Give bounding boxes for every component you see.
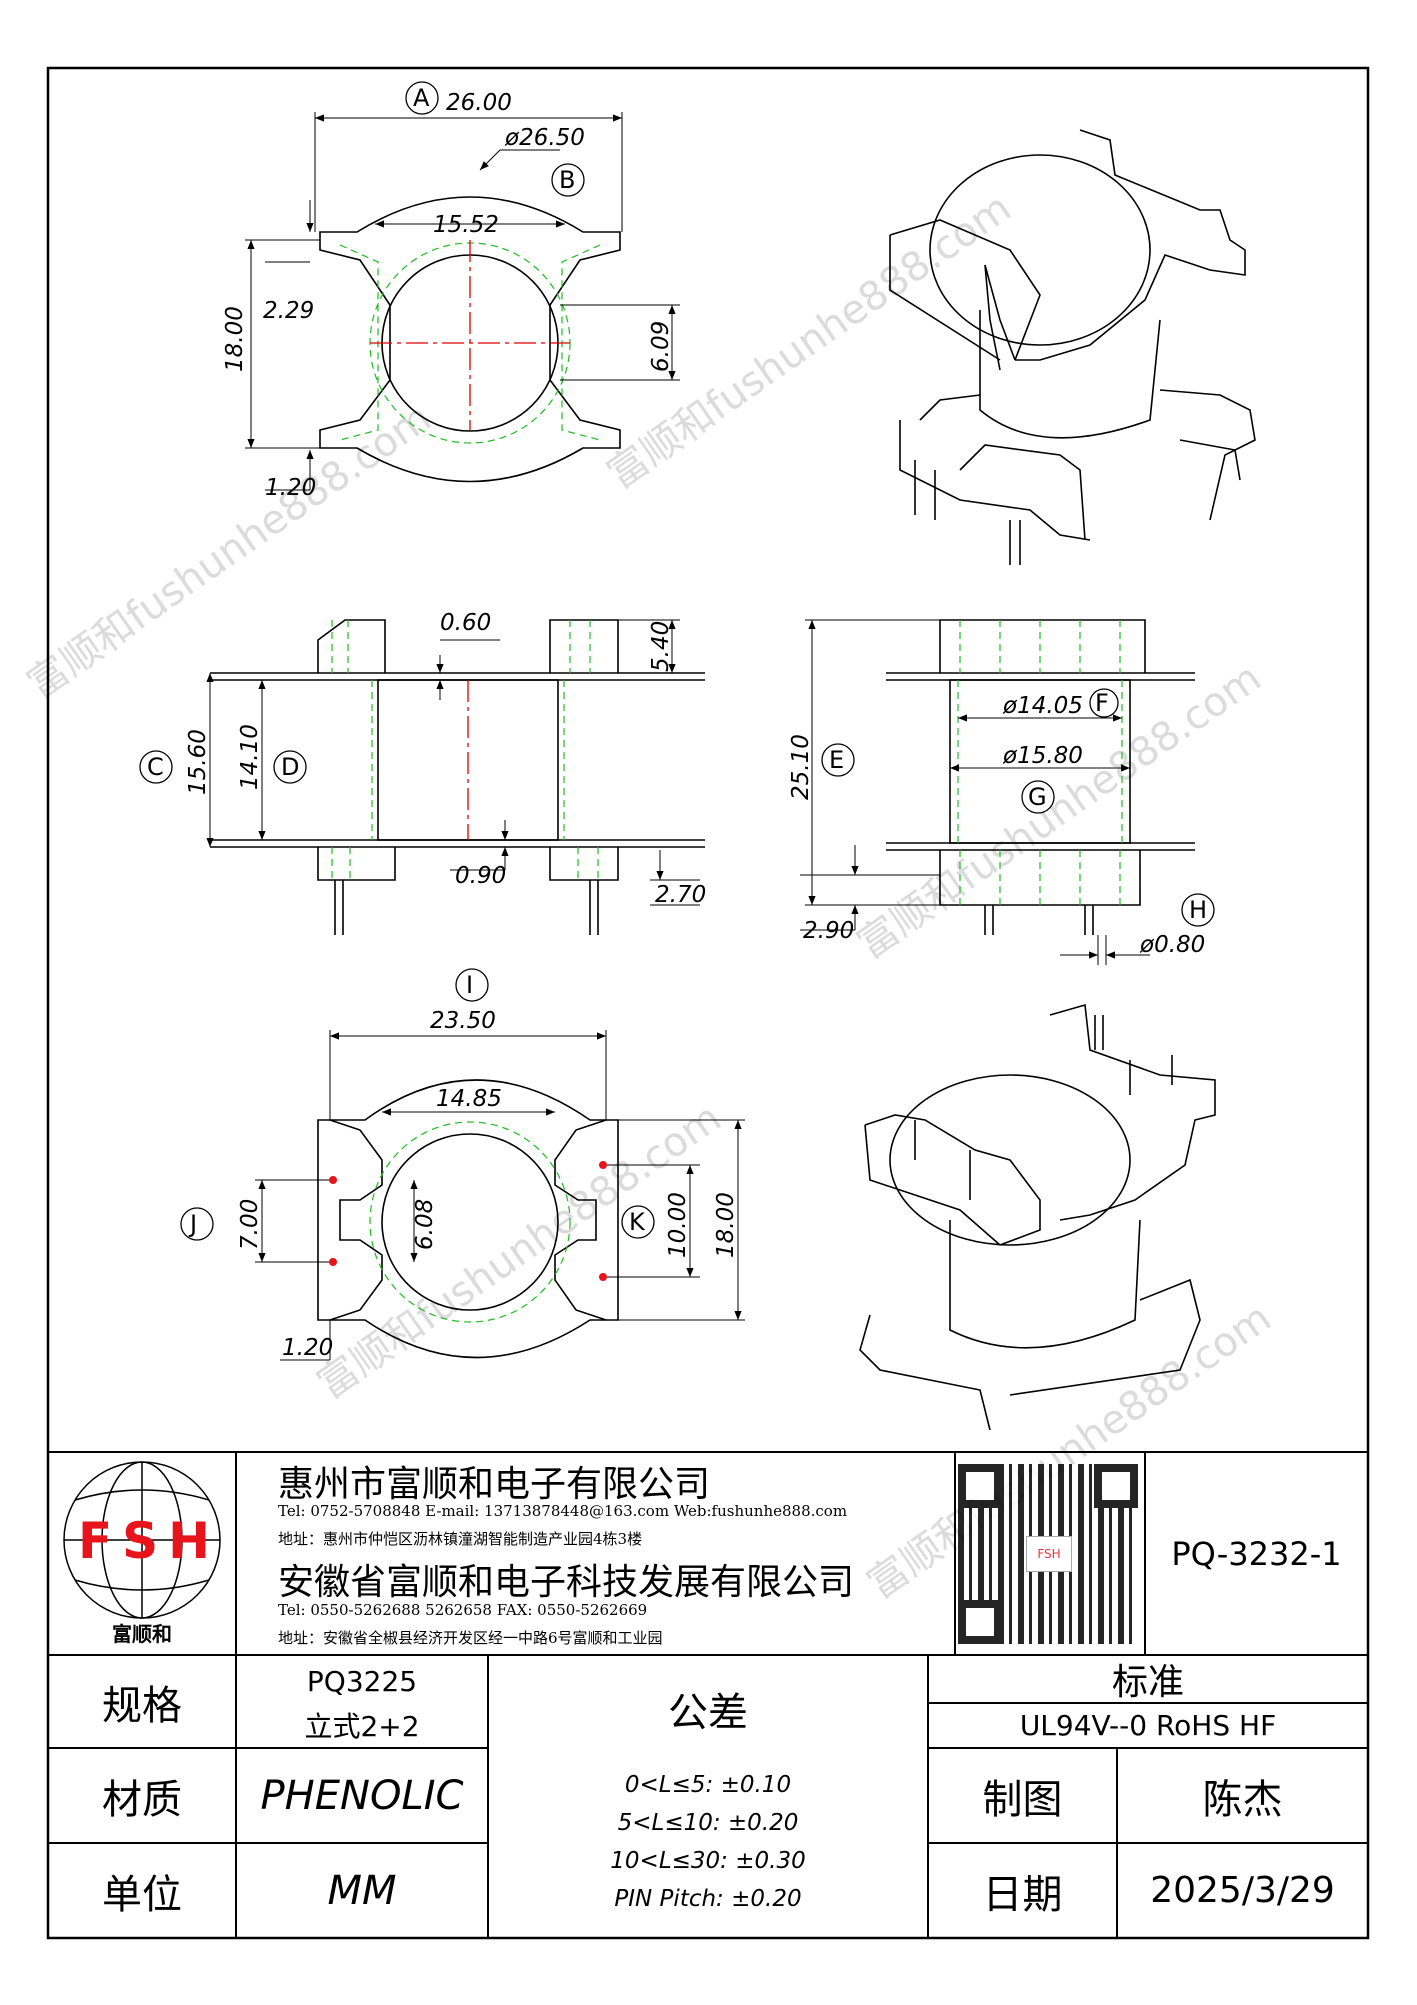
dim-height: 18.00 bbox=[222, 306, 248, 372]
callout-k: K bbox=[621, 1205, 655, 1239]
material-value: PHENOLIC bbox=[260, 1772, 464, 1819]
tolerance-line: 0<L≤5: ±0.10 bbox=[624, 1772, 792, 1798]
dim-pin-length: 2.90 bbox=[803, 918, 854, 944]
dim-total-height: 25.10 bbox=[788, 734, 814, 800]
svg-text:D: D bbox=[281, 753, 299, 781]
unit-label: 单位 bbox=[102, 1871, 182, 1918]
callout-c: C bbox=[139, 750, 173, 784]
dim-pin-pitch-right: 10.00 bbox=[665, 1192, 691, 1258]
spec-value-model: PQ3225 bbox=[306, 1665, 418, 1698]
date-value: 2025/3/29 bbox=[1150, 1870, 1335, 1911]
isometric-view-top bbox=[889, 129, 1256, 565]
dim-flange-height: 5.40 bbox=[648, 621, 674, 672]
drawn-by-value: 陈杰 bbox=[1202, 1776, 1283, 1823]
dim-base-inner: 14.85 bbox=[436, 1086, 502, 1112]
dim-base-height: 18.00 bbox=[713, 1192, 739, 1258]
drawing-border bbox=[46, 66, 1370, 1940]
side-view bbox=[800, 619, 1195, 965]
dim-width: 26.00 bbox=[446, 90, 512, 116]
logo-caption: 富顺和 bbox=[112, 1622, 172, 1646]
callout-a: A bbox=[405, 81, 439, 115]
callout-i: I bbox=[455, 968, 489, 1002]
watermark-text: 富顺和fushunhe888.com bbox=[19, 395, 439, 708]
front-view bbox=[206, 619, 705, 935]
dim-gap: 6.09 bbox=[648, 321, 674, 372]
svg-text:H: H bbox=[1189, 896, 1207, 924]
material-label: 材质 bbox=[102, 1776, 182, 1823]
pin-markers bbox=[329, 1161, 607, 1281]
dim-outer-dia: ø15.80 bbox=[1002, 743, 1083, 769]
callout-d: D bbox=[273, 750, 307, 784]
dim-pin-dia: ø0.80 bbox=[1139, 932, 1205, 958]
dim-wall: 0.60 bbox=[440, 610, 491, 636]
callout-g: G bbox=[1021, 780, 1055, 814]
company-name-secondary: 安徽省富顺和电子科技发展有限公司 bbox=[278, 1562, 855, 1603]
standard-value: UL94V--0 RoHS HF bbox=[1019, 1709, 1277, 1742]
spec-value-type: 立式2+2 bbox=[304, 1710, 420, 1743]
dim-pin-pitch-left: 7.00 bbox=[237, 1199, 263, 1250]
top-view bbox=[245, 112, 680, 491]
tolerance-line: PIN Pitch: ±0.20 bbox=[614, 1886, 802, 1912]
title-block-grid bbox=[48, 1451, 1368, 1938]
svg-text:C: C bbox=[147, 753, 164, 781]
dim-diameter: ø26.50 bbox=[504, 125, 585, 151]
company-primary-contact: Tel: 0752-5708848 E-mail: 13713878448@16… bbox=[278, 1502, 848, 1520]
dim-thickness: 1.20 bbox=[265, 475, 316, 501]
svg-text:K: K bbox=[629, 1208, 646, 1236]
logo-text: FSH bbox=[78, 1512, 221, 1570]
unit-value: MM bbox=[327, 1867, 397, 1914]
standard-label: 标准 bbox=[1111, 1662, 1184, 1703]
watermark-layer: 富顺和fushunhe888.com 富顺和fushunhe888.com 富顺… bbox=[19, 185, 1279, 1608]
dim-base-thk: 1.20 bbox=[282, 1335, 333, 1361]
svg-text:A: A bbox=[413, 84, 430, 112]
callout-f: F bbox=[1089, 688, 1119, 718]
callout-j: J bbox=[180, 1207, 214, 1241]
dim-base-width: 23.50 bbox=[430, 1008, 496, 1034]
dim-pin-base: 2.70 bbox=[655, 882, 706, 908]
dim-core-gap: 6.08 bbox=[412, 1199, 438, 1250]
svg-text:B: B bbox=[559, 166, 575, 194]
dim-inner-dia: ø14.05 bbox=[1002, 693, 1083, 719]
svg-text:I: I bbox=[466, 971, 473, 999]
date-label: 日期 bbox=[982, 1871, 1063, 1918]
tolerance-line: 10<L≤30: ±0.30 bbox=[610, 1848, 806, 1874]
company-secondary-contact: Tel: 0550-5262688 5262658 FAX: 0550-5262… bbox=[278, 1601, 648, 1619]
svg-text:F: F bbox=[1095, 689, 1109, 717]
tolerance-line: 5<L≤10: ±0.20 bbox=[617, 1810, 799, 1836]
drawn-by-label: 制图 bbox=[982, 1776, 1063, 1823]
svg-text:G: G bbox=[1028, 783, 1047, 811]
company-name-primary: 惠州市富顺和电子有限公司 bbox=[278, 1464, 711, 1505]
company-logo bbox=[63, 1461, 221, 1619]
qr-code: FSH bbox=[958, 1464, 1138, 1644]
spec-label: 规格 bbox=[102, 1682, 182, 1729]
dim-slot: 2.29 bbox=[263, 298, 314, 324]
svg-text:E: E bbox=[829, 746, 844, 774]
dim-overall-height: 15.60 bbox=[185, 729, 211, 795]
dim-winding-height: 14.10 bbox=[237, 724, 263, 790]
qr-center-label: FSH bbox=[1026, 1536, 1072, 1572]
company-secondary-address: 地址：安徽省全椒县经济开发区经一中路6号富顺和工业园 bbox=[278, 1629, 663, 1647]
dim-inner-width: 15.52 bbox=[433, 212, 499, 238]
dim-flange-thk: 0.90 bbox=[455, 863, 506, 889]
tolerance-label: 公差 bbox=[668, 1690, 748, 1736]
callout-e: E bbox=[821, 743, 855, 777]
svg-text:J: J bbox=[188, 1210, 197, 1238]
bottom-view bbox=[255, 1030, 745, 1361]
callout-b: B bbox=[551, 163, 585, 197]
part-number: PQ-3232-1 bbox=[1171, 1534, 1342, 1573]
callout-h: H bbox=[1181, 893, 1215, 927]
isometric-view-bottom bbox=[859, 1003, 1216, 1431]
company-primary-address: 地址：惠州市仲恺区沥林镇潼湖智能制造产业园4栋3楼 bbox=[278, 1530, 643, 1548]
